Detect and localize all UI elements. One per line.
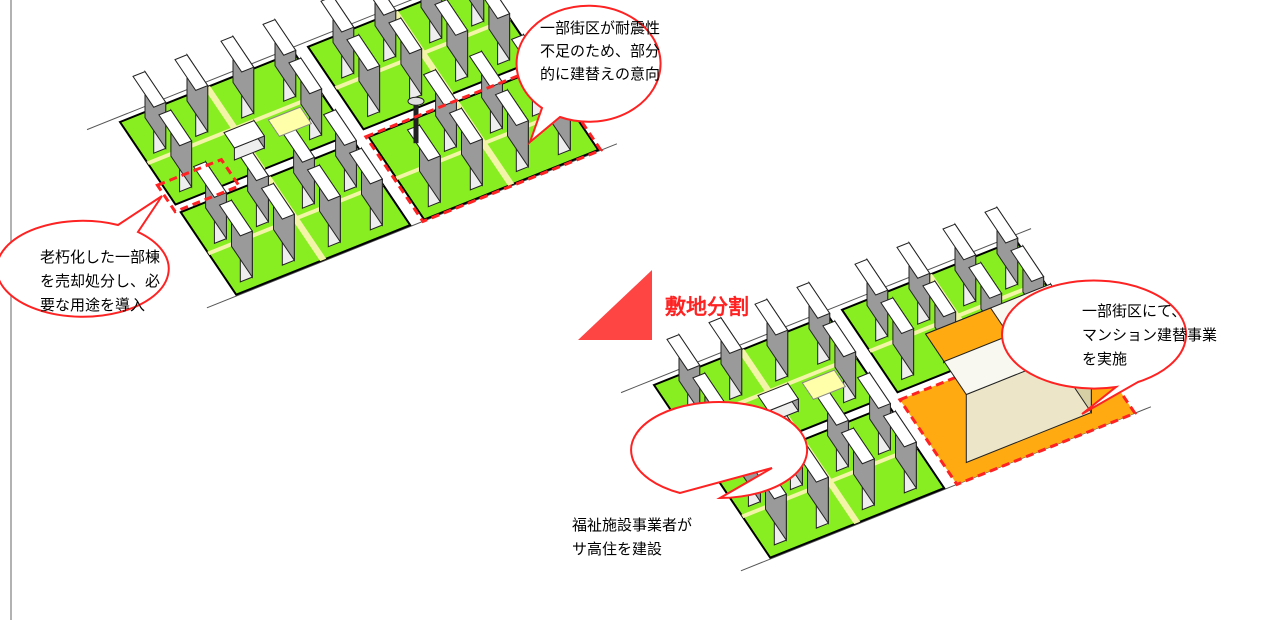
- street-line: [740, 406, 1152, 572]
- sold-building-boundary: [155, 157, 242, 214]
- after-estate-diagram: [620, 205, 1152, 572]
- apartment-building: [262, 18, 297, 56]
- apartment-building: [348, 147, 384, 185]
- apartment-building: [882, 410, 918, 448]
- callout-bubble: [515, 4, 662, 146]
- apartment-building: [420, 0, 443, 40]
- callout-line: 一部街区が耐震性: [540, 19, 660, 37]
- apartment-building: [322, 109, 358, 147]
- apartment-building: [856, 372, 892, 410]
- apartment-building: [174, 54, 209, 92]
- apartment-building: [320, 0, 355, 33]
- callout-line: を実施: [1082, 350, 1127, 368]
- callout-bubble: [0, 195, 170, 318]
- water-tower-icon: [407, 96, 425, 106]
- callout-line: 不足のため、部分: [540, 42, 660, 60]
- callout-rebuild: 一部街区にて、 マンション建替事業 を実施: [1001, 279, 1217, 415]
- seismic-block-boundary: [363, 63, 604, 224]
- apartment-building: [840, 427, 876, 465]
- apartment-building: [896, 241, 931, 279]
- apartment-building: [822, 320, 857, 358]
- callout-line: 老朽化した一部棟: [40, 248, 160, 266]
- apartment-building: [388, 17, 423, 55]
- apartment-building: [260, 182, 296, 220]
- apartment-building: [984, 206, 1019, 244]
- apartment-building: [666, 333, 701, 371]
- apartment-building: [754, 298, 789, 336]
- apartment-building: [158, 109, 193, 147]
- triangle-arrow-icon: [578, 270, 652, 340]
- apartment-building: [1010, 245, 1045, 283]
- apartment-building: [494, 89, 530, 127]
- apartment-building: [288, 57, 323, 95]
- apartment-building: [448, 107, 484, 145]
- callout-line: マンション建替事業: [1082, 326, 1217, 344]
- apartment-building: [372, 0, 397, 16]
- callout-line: 要な用途を導入: [40, 296, 145, 314]
- callout-welfare: 福祉施設事業者が サ高住を建設: [572, 401, 809, 558]
- apartment-building: [346, 34, 381, 72]
- apartment-building: [220, 35, 255, 73]
- transition-indicator: 敷地分割: [578, 270, 749, 340]
- apartment-building: [796, 281, 831, 319]
- apartment-building: [968, 262, 1003, 299]
- apartment-building: [192, 161, 228, 199]
- apartment-building: [132, 70, 167, 108]
- callout-aging-sale: 老朽化した一部棟 を売却処分し、必 要な用途を導入: [0, 195, 170, 318]
- small-facility-building: [223, 119, 266, 149]
- site-division-label: 敷地分割: [665, 295, 749, 319]
- callout-bubble: [1001, 279, 1187, 415]
- apartment-building: [484, 0, 511, 20]
- apartment-building: [708, 317, 743, 355]
- callout-line: サ高住を建設: [572, 540, 662, 558]
- callout-line: 的に建替えの意向: [540, 65, 660, 83]
- apartment-building: [218, 199, 254, 237]
- street-line: [206, 143, 618, 309]
- callout-bubble: [630, 401, 809, 500]
- apartment-building: [306, 164, 342, 202]
- small-facility-building: [757, 382, 800, 412]
- open-plot: [267, 106, 313, 138]
- apartment-building: [922, 280, 957, 318]
- callout-line: を売却処分し、必: [40, 272, 160, 290]
- callout-line: 福祉施設事業者が: [572, 516, 692, 534]
- open-plot: [801, 369, 847, 401]
- apartment-building: [854, 258, 889, 296]
- apartment-building: [468, 0, 485, 23]
- apartment-building: [434, 0, 469, 36]
- apartment-building: [880, 297, 915, 335]
- apartment-building: [942, 223, 977, 261]
- callout-line: 一部街区にて、: [1082, 302, 1186, 320]
- callout-earthquake: 一部街区が耐震性 不足のため、部分 的に建替えの意向: [515, 4, 662, 146]
